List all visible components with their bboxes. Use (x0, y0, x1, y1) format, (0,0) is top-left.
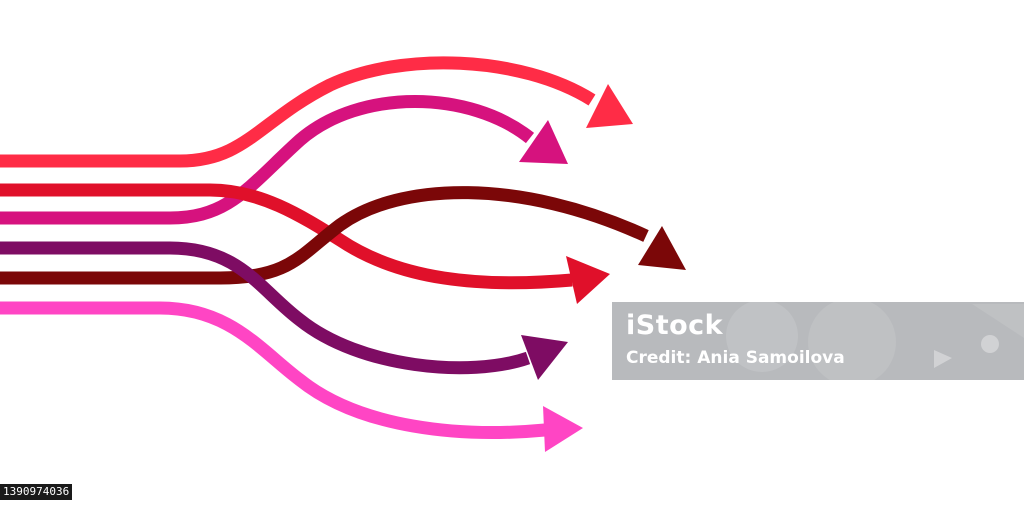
watermark-overlay: iStock Credit: Ania Samoilova (612, 302, 1024, 380)
arrow-magenta (0, 95, 568, 225)
image-id-label: 1390974036 (0, 484, 73, 500)
arrow-pink (0, 301, 583, 452)
watermark-shapes (726, 302, 1024, 380)
istock-logo: iStock (626, 310, 724, 341)
arrow-crimson (0, 183, 610, 304)
arrow-dark-red (0, 186, 686, 285)
arrow-purple (0, 241, 568, 380)
arrow-red-top (0, 56, 633, 168)
credit-text: Credit: Ania Samoilova (626, 348, 845, 368)
